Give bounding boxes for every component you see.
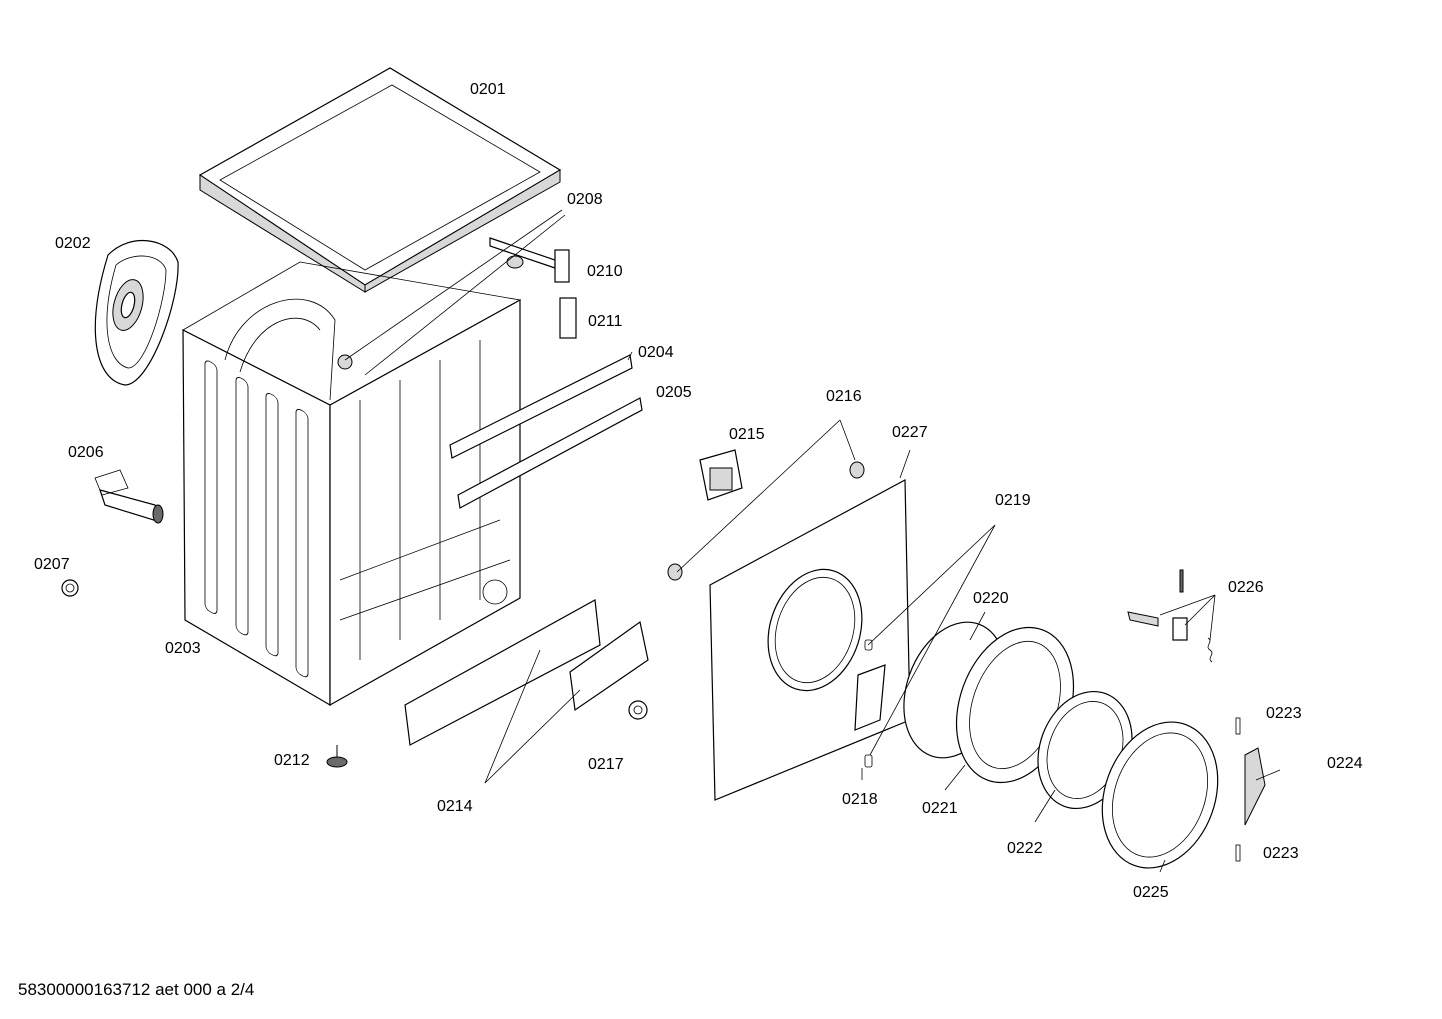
label-0223-bottom: 0223: [1263, 845, 1299, 862]
part-0204-rail: [449, 354, 633, 459]
label-0225: 0225: [1133, 884, 1169, 901]
label-0222: 0222: [1007, 840, 1043, 857]
part-0207-cap: [61, 579, 79, 597]
part-labels: 0201 0202 0203 0204 0205 0206 0207 0208 …: [34, 81, 1363, 901]
label-0211: 0211: [588, 313, 623, 330]
label-0214: 0214: [437, 798, 473, 815]
part-0215-module: [699, 449, 743, 501]
part-0208-0210-0211-brackets: [337, 237, 577, 370]
label-0206: 0206: [68, 444, 104, 461]
label-0226: 0226: [1228, 579, 1264, 596]
part-0223-pins: [1235, 717, 1241, 862]
label-0220: 0220: [973, 590, 1009, 607]
part-0206-hose: [94, 469, 164, 524]
label-0205: 0205: [656, 384, 692, 401]
part-0226-small-parts: [1127, 569, 1213, 663]
label-0201: 0201: [470, 81, 506, 98]
label-0223-top: 0223: [1266, 705, 1302, 722]
label-0215: 0215: [729, 426, 765, 443]
part-0212-foot: [326, 745, 348, 768]
label-0218: 0218: [842, 791, 878, 808]
label-0207: 0207: [34, 556, 70, 573]
part-0214-plinth: [404, 599, 649, 746]
part-0227-front-panel: [709, 479, 911, 801]
label-0216: 0216: [826, 388, 862, 405]
part-0224-hinge: [1244, 747, 1266, 826]
part-0218-door-lock: [854, 664, 886, 768]
part-0203-cabinet: [182, 261, 522, 707]
part-0217-knob: [628, 700, 648, 720]
part-0216-clips: [667, 461, 865, 581]
leader-lines: [344, 209, 1281, 873]
label-0210: 0210: [587, 263, 623, 280]
label-0221: 0221: [922, 800, 958, 817]
label-0219: 0219: [995, 492, 1031, 509]
label-0212: 0212: [274, 752, 310, 769]
label-0224: 0224: [1327, 755, 1363, 772]
part-0205-rail: [457, 397, 643, 509]
label-0204: 0204: [638, 344, 674, 361]
label-0203: 0203: [165, 640, 201, 657]
label-0217: 0217: [588, 756, 624, 773]
part-0219-small-parts: [864, 639, 873, 651]
part-0225-outer-ring: [1101, 721, 1219, 869]
label-0227: 0227: [892, 424, 928, 441]
label-0208: 0208: [567, 191, 603, 208]
part-0202-rear-cover: [94, 240, 179, 386]
document-id: 58300000163712 aet 000 a 2/4: [18, 980, 255, 999]
part-0201-worktop: [198, 67, 562, 293]
label-0202: 0202: [55, 235, 91, 252]
